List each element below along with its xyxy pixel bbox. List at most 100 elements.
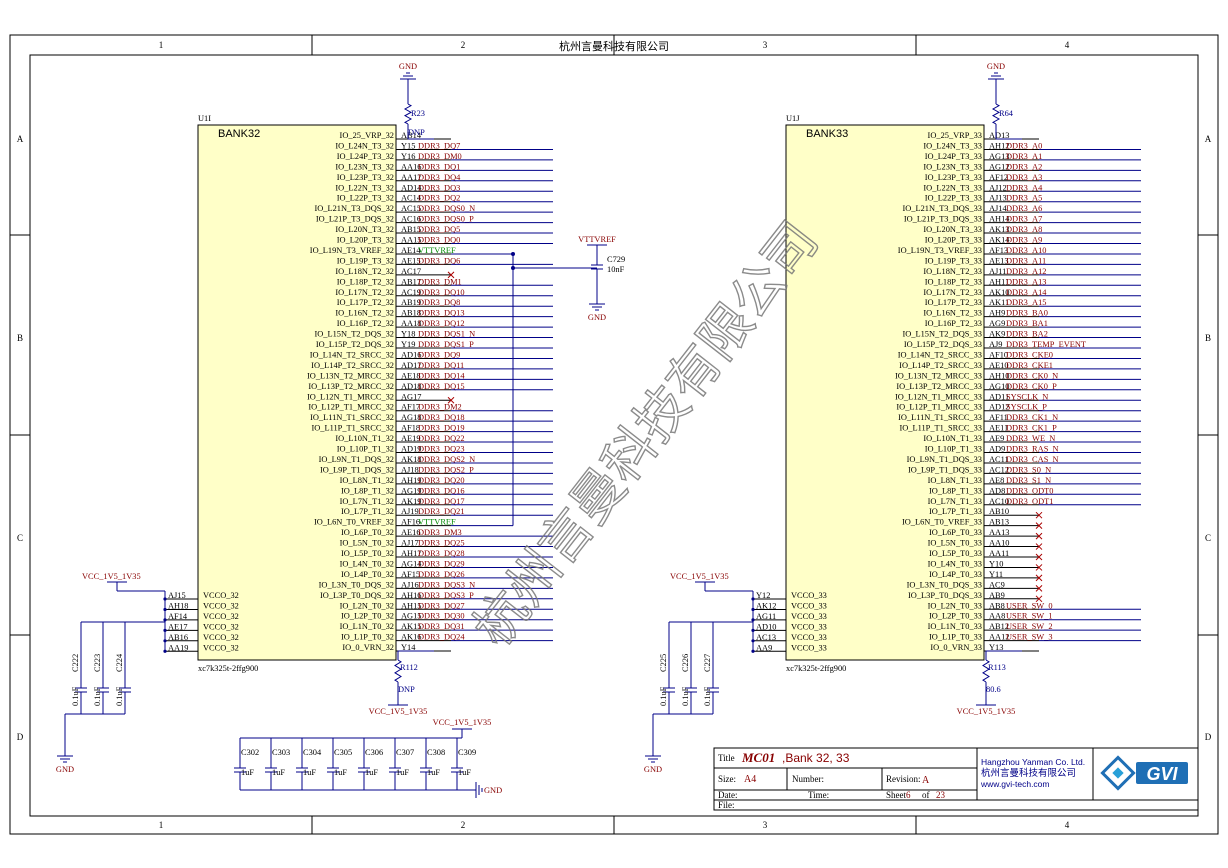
net-label: DDR3_DQ27 — [418, 601, 465, 610]
pin-ball: AJ15 — [168, 591, 186, 600]
website: www.gvi-tech.com — [980, 779, 1050, 789]
net-label: DDR3_CK0_P — [1006, 382, 1057, 391]
pin-name: IO_L12N_T1_MRCC_32 — [307, 392, 394, 401]
pin-name: IO_L10N_T1_33 — [923, 434, 982, 443]
cap-ref: C222 — [71, 654, 80, 672]
pin-ball: AA16 — [401, 162, 421, 171]
pin-name: IO_L1P_T0_32 — [341, 633, 394, 642]
pin-name: IO_L9N_T1_DQS_33 — [907, 455, 982, 464]
pin-name: IO_L8N_T1_33 — [928, 476, 982, 485]
pin-name: IO_L11N_T1_SRCC_33 — [898, 413, 982, 422]
of-label: of — [922, 790, 930, 800]
pin-ball: AE11 — [989, 424, 1008, 433]
pin-name: IO_L15P_T2_DQS_32 — [316, 340, 394, 349]
net-label: DDR3_S1_N — [1006, 476, 1051, 485]
pin-name: IO_25_VRP_33 — [928, 131, 982, 140]
pin-ball: AH11 — [989, 277, 1009, 286]
net-label: DDR3_A15 — [1006, 298, 1046, 307]
net-label: DDR3_DQ13 — [418, 309, 465, 318]
net-label: DDR3_DQ17 — [418, 497, 465, 506]
support-circuitry: GNDR23DNPGNDR64R112DNPVCC_1V5_1V35R11380… — [56, 62, 1022, 798]
pin-name: IO_L8P_T1_33 — [929, 486, 982, 495]
pin-name: IO_L18N_T2_32 — [335, 267, 394, 276]
pin-name: IO_L22P_T3_33 — [925, 194, 982, 203]
pin-ball: AH16 — [401, 591, 421, 600]
pin-name: IO_L15P_T2_DQS_33 — [904, 340, 982, 349]
junction — [163, 649, 167, 653]
nc-mark — [1035, 595, 1043, 603]
nc-mark — [447, 271, 455, 279]
pin-ball: AJ16 — [401, 580, 419, 589]
net-label: DDR3_A10 — [1006, 246, 1046, 255]
bank-title: BANK33 — [806, 128, 848, 140]
supply-label: VCC_1V5_1V35 — [670, 572, 729, 581]
pin-ball: AG19 — [401, 486, 421, 495]
net-label: DDR3_DQS2_P — [418, 465, 474, 474]
fpga-part-body — [197, 124, 397, 661]
net-label: DDR3_BA0 — [1006, 309, 1048, 318]
pin-ball: AK16 — [401, 633, 421, 642]
vcco-pin-name: VCCO_32 — [203, 643, 239, 652]
pin-name: IO_L7N_T1_32 — [340, 497, 394, 506]
sheet-frame — [9, 34, 1219, 835]
net-label: DDR3_DQ11 — [418, 361, 464, 370]
pin-ball: Y12 — [756, 591, 770, 600]
net-label: DDR3_DQ25 — [418, 539, 465, 548]
pin-name: IO_L23P_T3_33 — [925, 173, 982, 182]
net-label: DDR3_A3 — [1006, 173, 1042, 182]
net-label: DDR3_DQ9 — [418, 350, 460, 359]
sheet-value: 6 — [906, 790, 911, 800]
cap-value: 0.1uF — [659, 686, 668, 706]
col-label: 3 — [763, 40, 768, 50]
nc-mark — [1035, 532, 1043, 540]
pin-ball: AD14 — [401, 183, 422, 192]
nc-mark — [447, 396, 455, 404]
vcco-pin-name: VCCO_33 — [791, 612, 827, 621]
net-label: DDR3_DQ28 — [418, 549, 465, 558]
pin-ball: AB18 — [401, 309, 421, 318]
pin-ball: AD9 — [989, 445, 1005, 454]
pin-ball: AK18 — [401, 455, 421, 464]
net-label: DDR3_CKE1 — [1006, 361, 1053, 370]
pin-ball: AA15 — [401, 236, 421, 245]
resistor-ref: R113 — [988, 663, 1006, 672]
pin-name: IO_L2P_T0_33 — [929, 612, 982, 621]
pin-name: IO_L2P_T0_32 — [341, 612, 394, 621]
net-label: DDR3_RAS_N — [1006, 445, 1059, 454]
net-label: DDR3_A12 — [1006, 267, 1046, 276]
net-label: USER_SW_2 — [1006, 622, 1053, 631]
net-label: DDR3_A0 — [1006, 141, 1042, 150]
pin-ball: AG13 — [989, 152, 1009, 161]
watermark-text: 杭州言曼科技有限公司 — [464, 212, 830, 657]
cap-ref: C224 — [115, 653, 124, 672]
pin-ball: AH14 — [989, 215, 1010, 224]
pin-ball: AH10 — [989, 371, 1009, 380]
pin-name: IO_L11N_T1_SRCC_32 — [310, 413, 394, 422]
net-label: DDR3_ODT0 — [1006, 486, 1053, 495]
cap-value: 1uF — [396, 768, 409, 777]
pin-ball: AC14 — [401, 194, 422, 203]
net-label: DDR3_A13 — [1006, 277, 1046, 286]
cap-value: 1uF — [427, 768, 440, 777]
pin-ball: AH15 — [401, 601, 421, 610]
net-label: DDR3_A8 — [1006, 225, 1042, 234]
pin-ball: AF12 — [989, 173, 1008, 182]
pin-ball: Y18 — [401, 330, 415, 339]
junction — [163, 628, 167, 632]
pin-name: IO_L4N_T0_33 — [928, 559, 982, 568]
pin-name: IO_L19P_T3_32 — [337, 256, 394, 265]
pin-ball: AA12 — [989, 633, 1009, 642]
gnd-label: GND — [399, 62, 417, 71]
pin-name: IO_L7P_T1_32 — [341, 507, 394, 516]
pin-ball: AJ14 — [989, 204, 1007, 213]
cap-value: 1uF — [334, 768, 347, 777]
net-label: DDR3_DM3 — [418, 528, 462, 537]
pin-name: IO_L6N_T0_VREF_33 — [902, 518, 982, 527]
pin-ball: Y16 — [401, 152, 415, 161]
junction — [163, 639, 167, 643]
junction — [751, 597, 755, 601]
net-label: DDR3_DQ31 — [418, 622, 465, 631]
col-label: 2 — [461, 820, 466, 830]
logo-text: GVI — [1146, 764, 1178, 784]
company-cn: 杭州言曼科技有限公司 — [981, 767, 1076, 779]
